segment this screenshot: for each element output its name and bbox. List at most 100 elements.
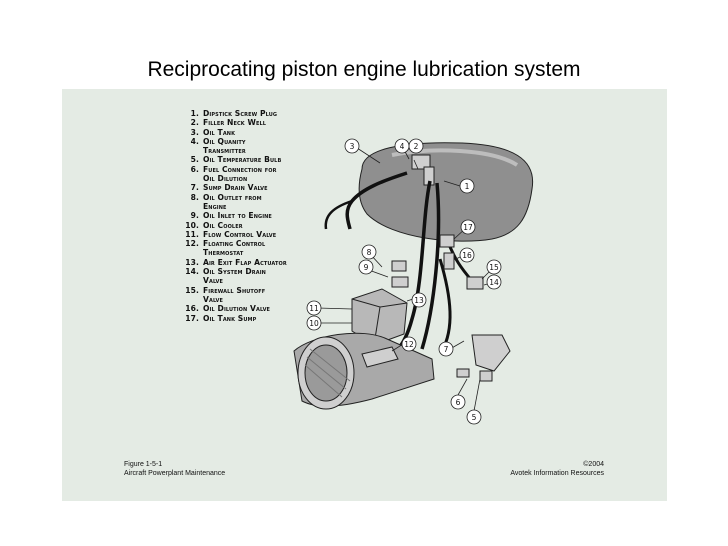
callout-5: 5 xyxy=(466,409,482,425)
legend-item-label: Flow Control Valve xyxy=(203,229,277,239)
dilution-valve-shape xyxy=(443,252,455,270)
callout-2: 2 xyxy=(408,138,424,154)
callout-4: 4 xyxy=(394,138,410,154)
legend-item: 5. Oil Temperature Bulb xyxy=(182,155,287,164)
legend-item-label: Sump Drain Valve xyxy=(203,183,268,193)
legend-item-number: 16. xyxy=(185,304,199,314)
legend-item-label: Filler Neck Well xyxy=(203,118,267,128)
callout-3: 3 xyxy=(344,138,360,154)
legend-item-label-continued: Thermostat xyxy=(203,248,244,258)
legend-item-number: 11. xyxy=(185,229,199,239)
svg-text:13: 13 xyxy=(414,296,424,305)
legend-item-label: Oil Inlet to Engine xyxy=(203,211,272,221)
legend-item-label: Oil Dilution Valve xyxy=(203,304,271,314)
svg-text:12: 12 xyxy=(404,340,414,349)
legend-item: 10.Oil Cooler xyxy=(182,221,287,230)
callout-6: 6 xyxy=(450,394,466,410)
legend-item-label: Fuel Connection for xyxy=(203,164,277,174)
legend-item: 3. Oil Tank xyxy=(182,128,287,137)
svg-text:4: 4 xyxy=(400,142,405,151)
legend-item-number: 5. xyxy=(190,155,199,165)
legend-item-number: 17. xyxy=(185,313,199,323)
legend-item-number: 6. xyxy=(190,164,199,174)
svg-text:15: 15 xyxy=(489,263,499,272)
legend-item: 11. Flow Control Valve xyxy=(182,230,287,239)
callout-15: 15 xyxy=(486,259,502,275)
legend-item-label: Dipstick Screw Plug xyxy=(203,109,278,118)
legend-item-number: 9. xyxy=(190,211,199,221)
callout-markers: 1 2 3 4 5 6 7 8 9 10 11 12 13 14 15 16 1… xyxy=(306,138,502,425)
svg-text:7: 7 xyxy=(444,345,449,354)
legend-item-number: 3. xyxy=(190,127,199,137)
drain-valve-detail xyxy=(471,334,511,372)
legend-item-number: 15. xyxy=(185,285,199,295)
callout-7: 7 xyxy=(438,341,454,357)
legend-item-number: 14. xyxy=(185,267,199,277)
figure-caption: Figure 1-5-1 Aircraft Powerplant Mainten… xyxy=(124,460,225,478)
legend-item: 13.Air Exit Flap Actuator xyxy=(182,258,287,267)
legend-item-label-continued: Oil Dilution xyxy=(203,174,248,184)
svg-text:10: 10 xyxy=(309,319,319,328)
legend-item-number: 10. xyxy=(185,220,199,230)
legend-item: 2. Filler Neck Well xyxy=(182,118,287,127)
legend-item-number: 1. xyxy=(190,109,199,118)
callout-9: 9 xyxy=(358,259,374,275)
callout-12: 12 xyxy=(401,336,417,352)
svg-text:3: 3 xyxy=(350,142,355,151)
oil-line-drain xyxy=(438,258,452,352)
svg-text:2: 2 xyxy=(414,142,419,151)
publisher: Avotek Information Resources xyxy=(510,470,604,477)
svg-text:9: 9 xyxy=(364,263,369,272)
svg-text:8: 8 xyxy=(367,248,372,257)
legend-item: 16. Oil Dilution Valve xyxy=(182,304,287,313)
lubrication-diagram-figure: 1 2 3 4 5 6 7 8 9 10 11 12 13 14 15 16 1… xyxy=(62,89,667,501)
svg-text:11: 11 xyxy=(309,304,319,313)
slide-title: Reciprocating piston engine lubrication … xyxy=(147,58,581,81)
oil-tank-shape xyxy=(358,142,534,242)
svg-text:1: 1 xyxy=(465,182,470,191)
legend-item-label: Air Exit Flap Actuator xyxy=(203,257,287,267)
legend-item: 9. Oil Inlet to Engine xyxy=(182,211,287,220)
legend-item-label: Oil Outlet from xyxy=(203,192,262,202)
figure-credit: ©2004 Avotek Information Resources xyxy=(510,460,604,478)
callout-16: 16 xyxy=(459,247,475,263)
callout-1: 1 xyxy=(459,178,475,194)
legend-item-label: Oil System Drain xyxy=(203,267,266,277)
callout-11: 11 xyxy=(306,300,322,316)
legend-item: 7. Sump Drain Valve xyxy=(182,183,287,192)
svg-text:5: 5 xyxy=(472,413,477,422)
callout-10: 10 xyxy=(306,315,322,331)
figure-number: Figure 1-5-1 xyxy=(124,461,163,468)
callout-17: 17 xyxy=(460,219,476,235)
callout-13: 13 xyxy=(411,292,427,308)
svg-text:6: 6 xyxy=(456,398,461,407)
flap-actuator-shape xyxy=(361,346,399,368)
legend-item-number: 2. xyxy=(190,118,199,128)
legend-item-number: 7. xyxy=(190,183,199,193)
legend-item-label: Oil Quanity xyxy=(203,136,246,146)
legend-item: 1. Dipstick Screw Plug xyxy=(182,109,287,118)
legend-item-label: Oil Temperature Bulb xyxy=(203,155,282,165)
svg-text:14: 14 xyxy=(489,278,499,287)
legend-item-label: Firewall Shutoff xyxy=(203,285,266,295)
legend-item-label-continued: Valve xyxy=(203,294,224,304)
oil-line-return xyxy=(420,182,441,350)
svg-text:17: 17 xyxy=(463,223,473,232)
legend-item-label-continued: Valve xyxy=(203,276,224,286)
legend-item-number: 8. xyxy=(190,192,199,202)
legend-item: 17. Oil Tank Sump xyxy=(182,314,287,323)
vent-line-left xyxy=(324,199,353,230)
legend-item-label: Oil Tank xyxy=(203,127,236,137)
legend-item-label-continued: Transmitter xyxy=(203,146,246,156)
shutoff-valve-shape xyxy=(466,276,484,290)
legend-item-label: Oil Tank Sump xyxy=(203,313,257,323)
figure-source: Aircraft Powerplant Maintenance xyxy=(124,470,226,477)
legend-item-number: 12. xyxy=(185,239,199,249)
